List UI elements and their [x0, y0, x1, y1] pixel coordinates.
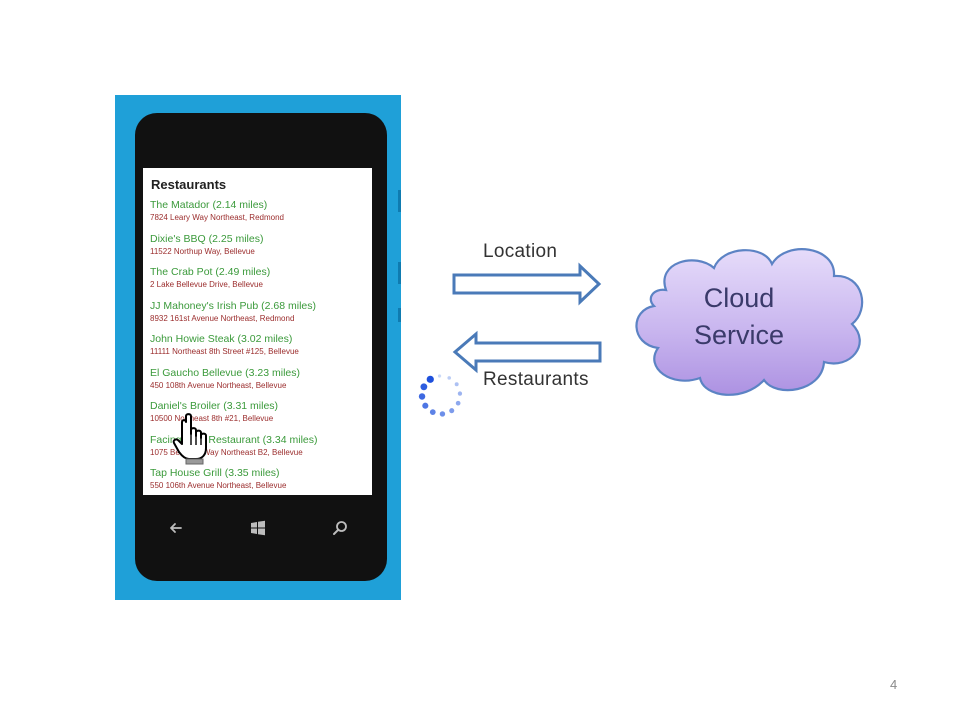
cloud-label-line1: Cloud: [703, 283, 775, 313]
restaurant-name: John Howie Steak (3.02 miles): [150, 333, 293, 345]
restaurant-name: The Crab Pot (2.49 miles): [150, 266, 271, 278]
spinner-dot: [447, 376, 452, 380]
restaurant-address: 10500 Northeast 8th #21, Bellevue: [150, 414, 274, 423]
phone-side-button: [398, 262, 401, 284]
location-label: Location: [483, 241, 558, 262]
restaurant-address: 1075 Bellevue Way Northeast B2, Bellevue: [150, 447, 303, 457]
restaurant-address: 2 Lake Bellevue Drive, Bellevue: [150, 280, 263, 289]
phone-screen: Restaurants The Matador (2.14 miles) 7824…: [143, 168, 372, 495]
restaurant-list-item[interactable]: Dixie's BBQ (2.25 miles)11522 Northup Wa…: [150, 233, 372, 267]
cloud-service-label: Cloud Service: [626, 280, 852, 354]
restaurant-list-item[interactable]: JJ Mahoney's Irish Pub (2.68 miles)8932 …: [150, 300, 372, 334]
restaurants-arrow: [452, 330, 602, 374]
spinner-dot: [454, 382, 459, 387]
spinner-dot: [418, 393, 426, 400]
spinner-dot: [422, 402, 429, 409]
loading-spinner-icon: [418, 374, 463, 417]
restaurant-list-item[interactable]: Tap House Grill (3.35 miles) 550 106th Av…: [150, 467, 372, 495]
spinner-dot: [426, 375, 434, 383]
spinner-dot: [420, 383, 428, 391]
restaurant-address: 11111 Northeast 8th Street #125, Bellevu…: [150, 347, 299, 356]
spinner-dot: [449, 408, 455, 414]
cloud-icon: [635, 248, 864, 396]
restaurant-list-item[interactable]: El Gaucho Bellevue (3.23 miles)450 108th…: [150, 367, 372, 401]
restaurant-address: 450 108th Avenue Northeast, Bellevue: [150, 380, 287, 390]
location-arrow: [452, 262, 602, 306]
restaurant-list-item[interactable]: John Howie Steak (3.02 miles) 11111 North…: [150, 333, 372, 367]
search-icon[interactable]: [328, 516, 352, 540]
restaurant-address: 7824 Leary Way Northeast, Redmond: [150, 213, 284, 222]
restaurant-name: The Matador (2.14 miles): [150, 199, 268, 211]
restaurants-label: Restaurants: [483, 369, 589, 390]
spinner-dot: [455, 400, 461, 406]
cloud-label-line2: Service: [693, 320, 785, 350]
hand-cursor-icon: [172, 413, 207, 465]
restaurant-name: Dixie's BBQ (2.25 miles): [150, 232, 264, 245]
restaurant-name: JJ Mahoney's Irish Pub (2.68 miles): [150, 299, 316, 312]
restaurant-list-item[interactable]: The Matador (2.14 miles) 7824 Leary Way N…: [150, 199, 372, 233]
restaurant-name: El Gaucho Bellevue (3.23 miles): [150, 366, 300, 379]
restaurant-address: 8932 161st Avenue Northeast, Redmond: [150, 313, 295, 323]
restaurant-list: The Matador (2.14 miles) 7824 Leary Way N…: [150, 199, 372, 495]
spinner-dot: [429, 409, 436, 416]
screen-title: Restaurants: [151, 177, 227, 192]
windows-logo-icon[interactable]: [246, 516, 270, 540]
restaurant-name: Daniel's Broiler (3.31 miles): [150, 400, 279, 412]
spinner-dot: [437, 374, 442, 378]
restaurant-list-item[interactable]: Daniel's Broiler (3.31 miles) 10500 North…: [150, 400, 372, 434]
phone-side-button: [398, 308, 401, 322]
restaurant-name: Tap House Grill (3.35 miles): [150, 467, 280, 479]
back-arrow-icon[interactable]: [164, 516, 188, 540]
restaurant-address: 550 106th Avenue Northeast, Bellevue: [150, 481, 287, 490]
restaurant-list-item[interactable]: The Crab Pot (2.49 miles) 2 Lake Bellevue…: [150, 266, 372, 300]
page-number: 4: [890, 677, 898, 692]
phone-side-button: [398, 190, 401, 212]
spinner-dot: [439, 411, 446, 417]
restaurant-address: 11522 Northup Way, Bellevue: [150, 246, 255, 256]
spinner-dot: [457, 391, 463, 396]
